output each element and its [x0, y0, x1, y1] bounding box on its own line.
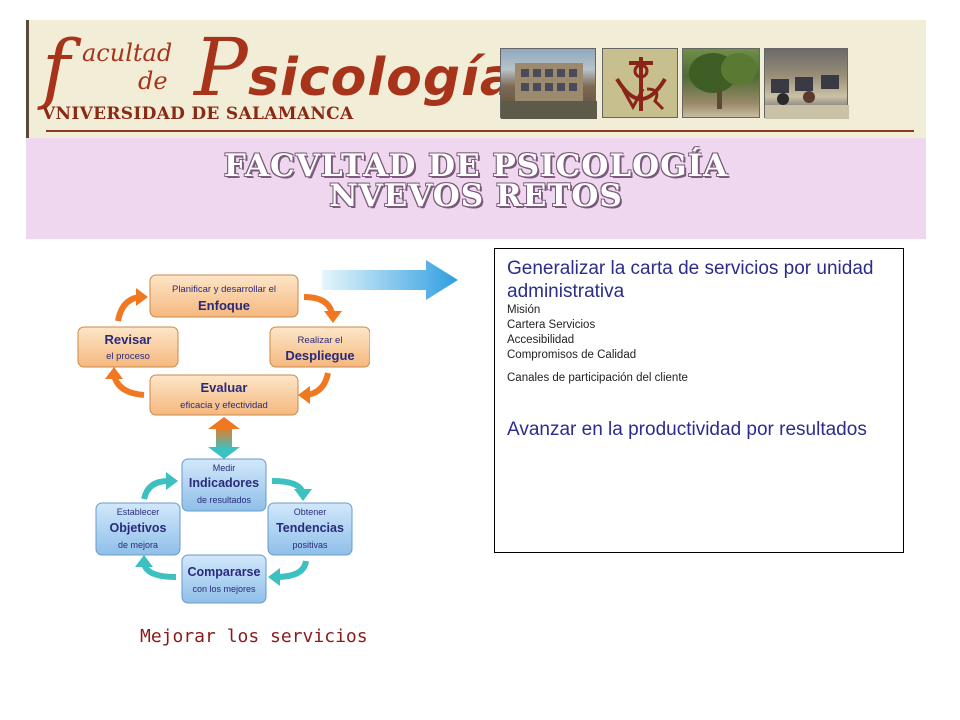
tendencias-box: Obtener Tendencias positivas: [267, 502, 353, 556]
computer-lab-photo: [764, 48, 849, 119]
banner-underline: [46, 130, 914, 132]
tendencias-big-label: Tendencias: [276, 521, 344, 535]
teal-arrowhead-top-left: [166, 472, 178, 490]
textbox-item-mision: Misión: [507, 304, 541, 316]
enfoque-box: Planificar y desarrollar el Enfoque: [149, 274, 299, 318]
improvement-cycle-diagram: Planificar y desarrollar el Enfoque Real…: [77, 274, 370, 604]
logo-letter-f: f: [42, 23, 71, 112]
textbox-item-accesibilidad: Accesibilidad: [507, 334, 575, 346]
teal-arrowhead-bottom-right: [268, 568, 280, 586]
objetivos-small-label: Establecer: [117, 507, 160, 517]
tendencias-sub-label: positivas: [292, 540, 328, 550]
objetivos-box: Establecer Objetivos de mejora: [95, 502, 181, 556]
textbox-canales: Canales de participación del cliente: [507, 372, 688, 384]
diagram-caption: Mejorar los servicios: [140, 626, 368, 647]
logo-word-acultad: acultad: [82, 39, 173, 67]
revisar-box: Revisar el proceso: [77, 326, 179, 368]
orange-arrowhead-top-left: [136, 288, 148, 306]
orange-arrowhead-top-right: [324, 311, 342, 323]
textbox-item-compromisos: Compromisos de Calidad: [507, 349, 637, 361]
textbox-line-productividad: Avanzar en la productividad por resultad…: [507, 419, 867, 440]
logo-letter-p: P: [194, 21, 248, 114]
slide-title: FACVLTAD DE PSICOLOGÍA: [223, 148, 729, 184]
logo-word-de: de: [138, 67, 168, 95]
logo-university: VNIVERSIDAD DE SALAMANCA: [42, 104, 354, 124]
textbox-spacer: [507, 386, 891, 418]
orange-arrowhead-bottom-right: [298, 386, 310, 404]
orange-arrowhead-bottom-left: [105, 367, 123, 379]
slide-subtitle: NVEVOS RETOS: [329, 178, 623, 214]
tree-photo: [682, 48, 760, 118]
despliegue-small-label: Realizar el: [298, 335, 343, 346]
computer-lab-art: [765, 75, 849, 119]
evaluar-box: Evaluar eficacia y efectividad: [149, 374, 299, 416]
textbox-line-carta: Generalizar la carta de servicios por un…: [507, 258, 874, 302]
teal-arrow-bottom-right: [275, 560, 309, 580]
building-photo: [500, 48, 597, 119]
enfoque-small-label: Planificar y desarrollar el: [172, 284, 276, 295]
revisar-big-label: Revisar: [105, 332, 152, 347]
enfoque-big-label: Enfoque: [198, 298, 250, 313]
teal-arrowhead-bottom-left: [135, 555, 153, 567]
orange-arrow-top-right: [303, 294, 335, 314]
compararse-big-label: Compararse: [188, 565, 261, 579]
header-banner: f acultad de P sicología VNIVERSIDAD DE …: [26, 20, 926, 138]
objetivos-sub-label: de mejora: [118, 540, 158, 550]
tendencias-small-label: Obtener: [294, 507, 327, 517]
banner-left-rule: [26, 20, 29, 138]
teal-arrowhead-top-right: [294, 489, 312, 501]
compararse-sub-label: con los mejores: [192, 584, 256, 594]
indicadores-big-label: Indicadores: [189, 476, 259, 490]
indicadores-small-label: Medir: [213, 463, 236, 473]
indicadores-box: Medir Indicadores de resultados: [181, 458, 267, 512]
right-arrow-icon: [322, 260, 458, 300]
indicadores-sub-label: de resultados: [197, 495, 252, 505]
revisar-small-label: el proceso: [106, 351, 150, 362]
teal-arrow-top-left: [141, 478, 169, 500]
evaluar-small-label: eficacia y efectividad: [180, 400, 268, 411]
logo-word-sicologia: sicología: [248, 48, 517, 108]
evaluar-big-label: Evaluar: [201, 380, 248, 395]
emblem-photo: [602, 48, 678, 118]
link-double-arrow: [208, 417, 240, 459]
objetivos-big-label: Objetivos: [110, 521, 167, 535]
emblem-art: [615, 57, 667, 111]
building-photo-art: [501, 63, 597, 119]
compararse-box: Compararse con los mejores: [181, 554, 267, 604]
action-text-box: Generalizar la carta de servicios por un…: [494, 248, 904, 553]
despliegue-big-label: Despliegue: [285, 348, 354, 363]
textbox-item-cartera: Cartera Servicios: [507, 319, 596, 331]
despliegue-box: Realizar el Despliegue: [269, 326, 370, 368]
tree-photo-art: [689, 53, 757, 109]
title-band: FACVLTAD DE PSICOLOGÍA NVEVOS RETOS: [26, 138, 926, 239]
textbox-spacer: [507, 363, 891, 371]
